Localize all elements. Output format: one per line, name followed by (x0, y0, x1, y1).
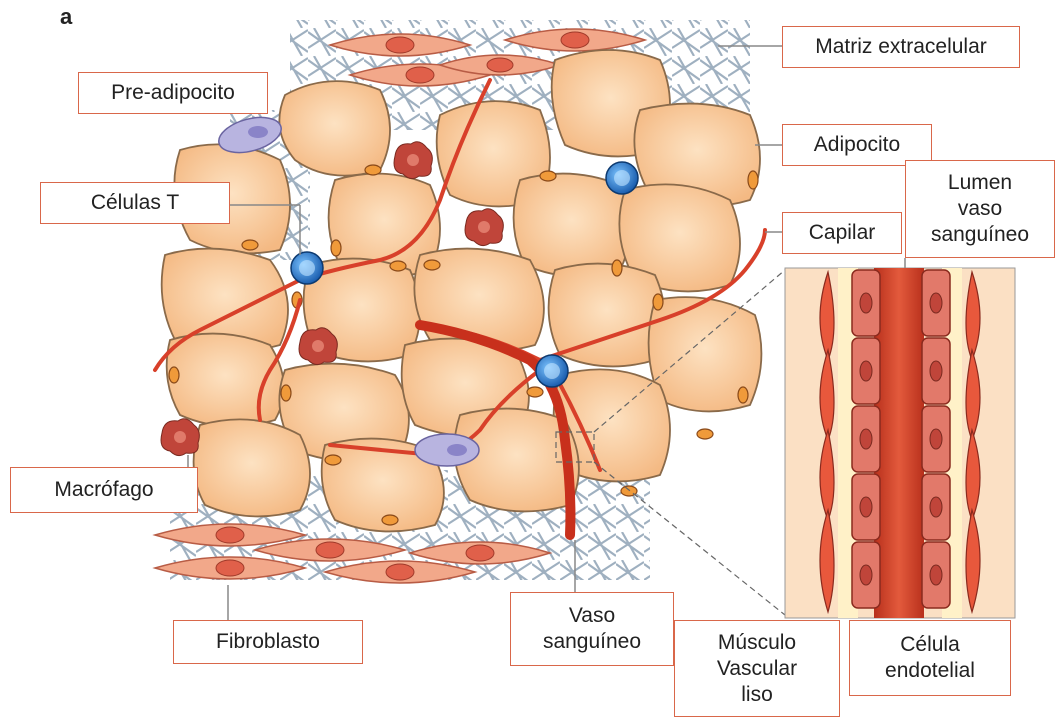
label-capilar: Capilar (782, 212, 902, 254)
label-pre-adipocito: Pre-adipocito (78, 72, 268, 114)
label-celula-endotelial: Célula endotelial (849, 620, 1011, 696)
label-matriz-extracelular: Matriz extracelular (782, 26, 1020, 68)
label-fibroblasto: Fibroblasto (173, 620, 363, 664)
label-celulas-t: Células T (40, 182, 230, 224)
label-musculo-vascular-liso: Músculo Vascular liso (674, 620, 840, 717)
adipocyte (194, 419, 310, 516)
vessel-detail-panel (785, 268, 1015, 618)
adipocyte (279, 81, 390, 176)
label-macrofago: Macrófago (10, 467, 198, 513)
label-lumen-vaso-sanguineo: Lumen vaso sanguíneo (905, 160, 1055, 258)
panel-letter: a (60, 4, 72, 30)
label-vaso-sanguineo: Vaso sanguíneo (510, 592, 674, 666)
